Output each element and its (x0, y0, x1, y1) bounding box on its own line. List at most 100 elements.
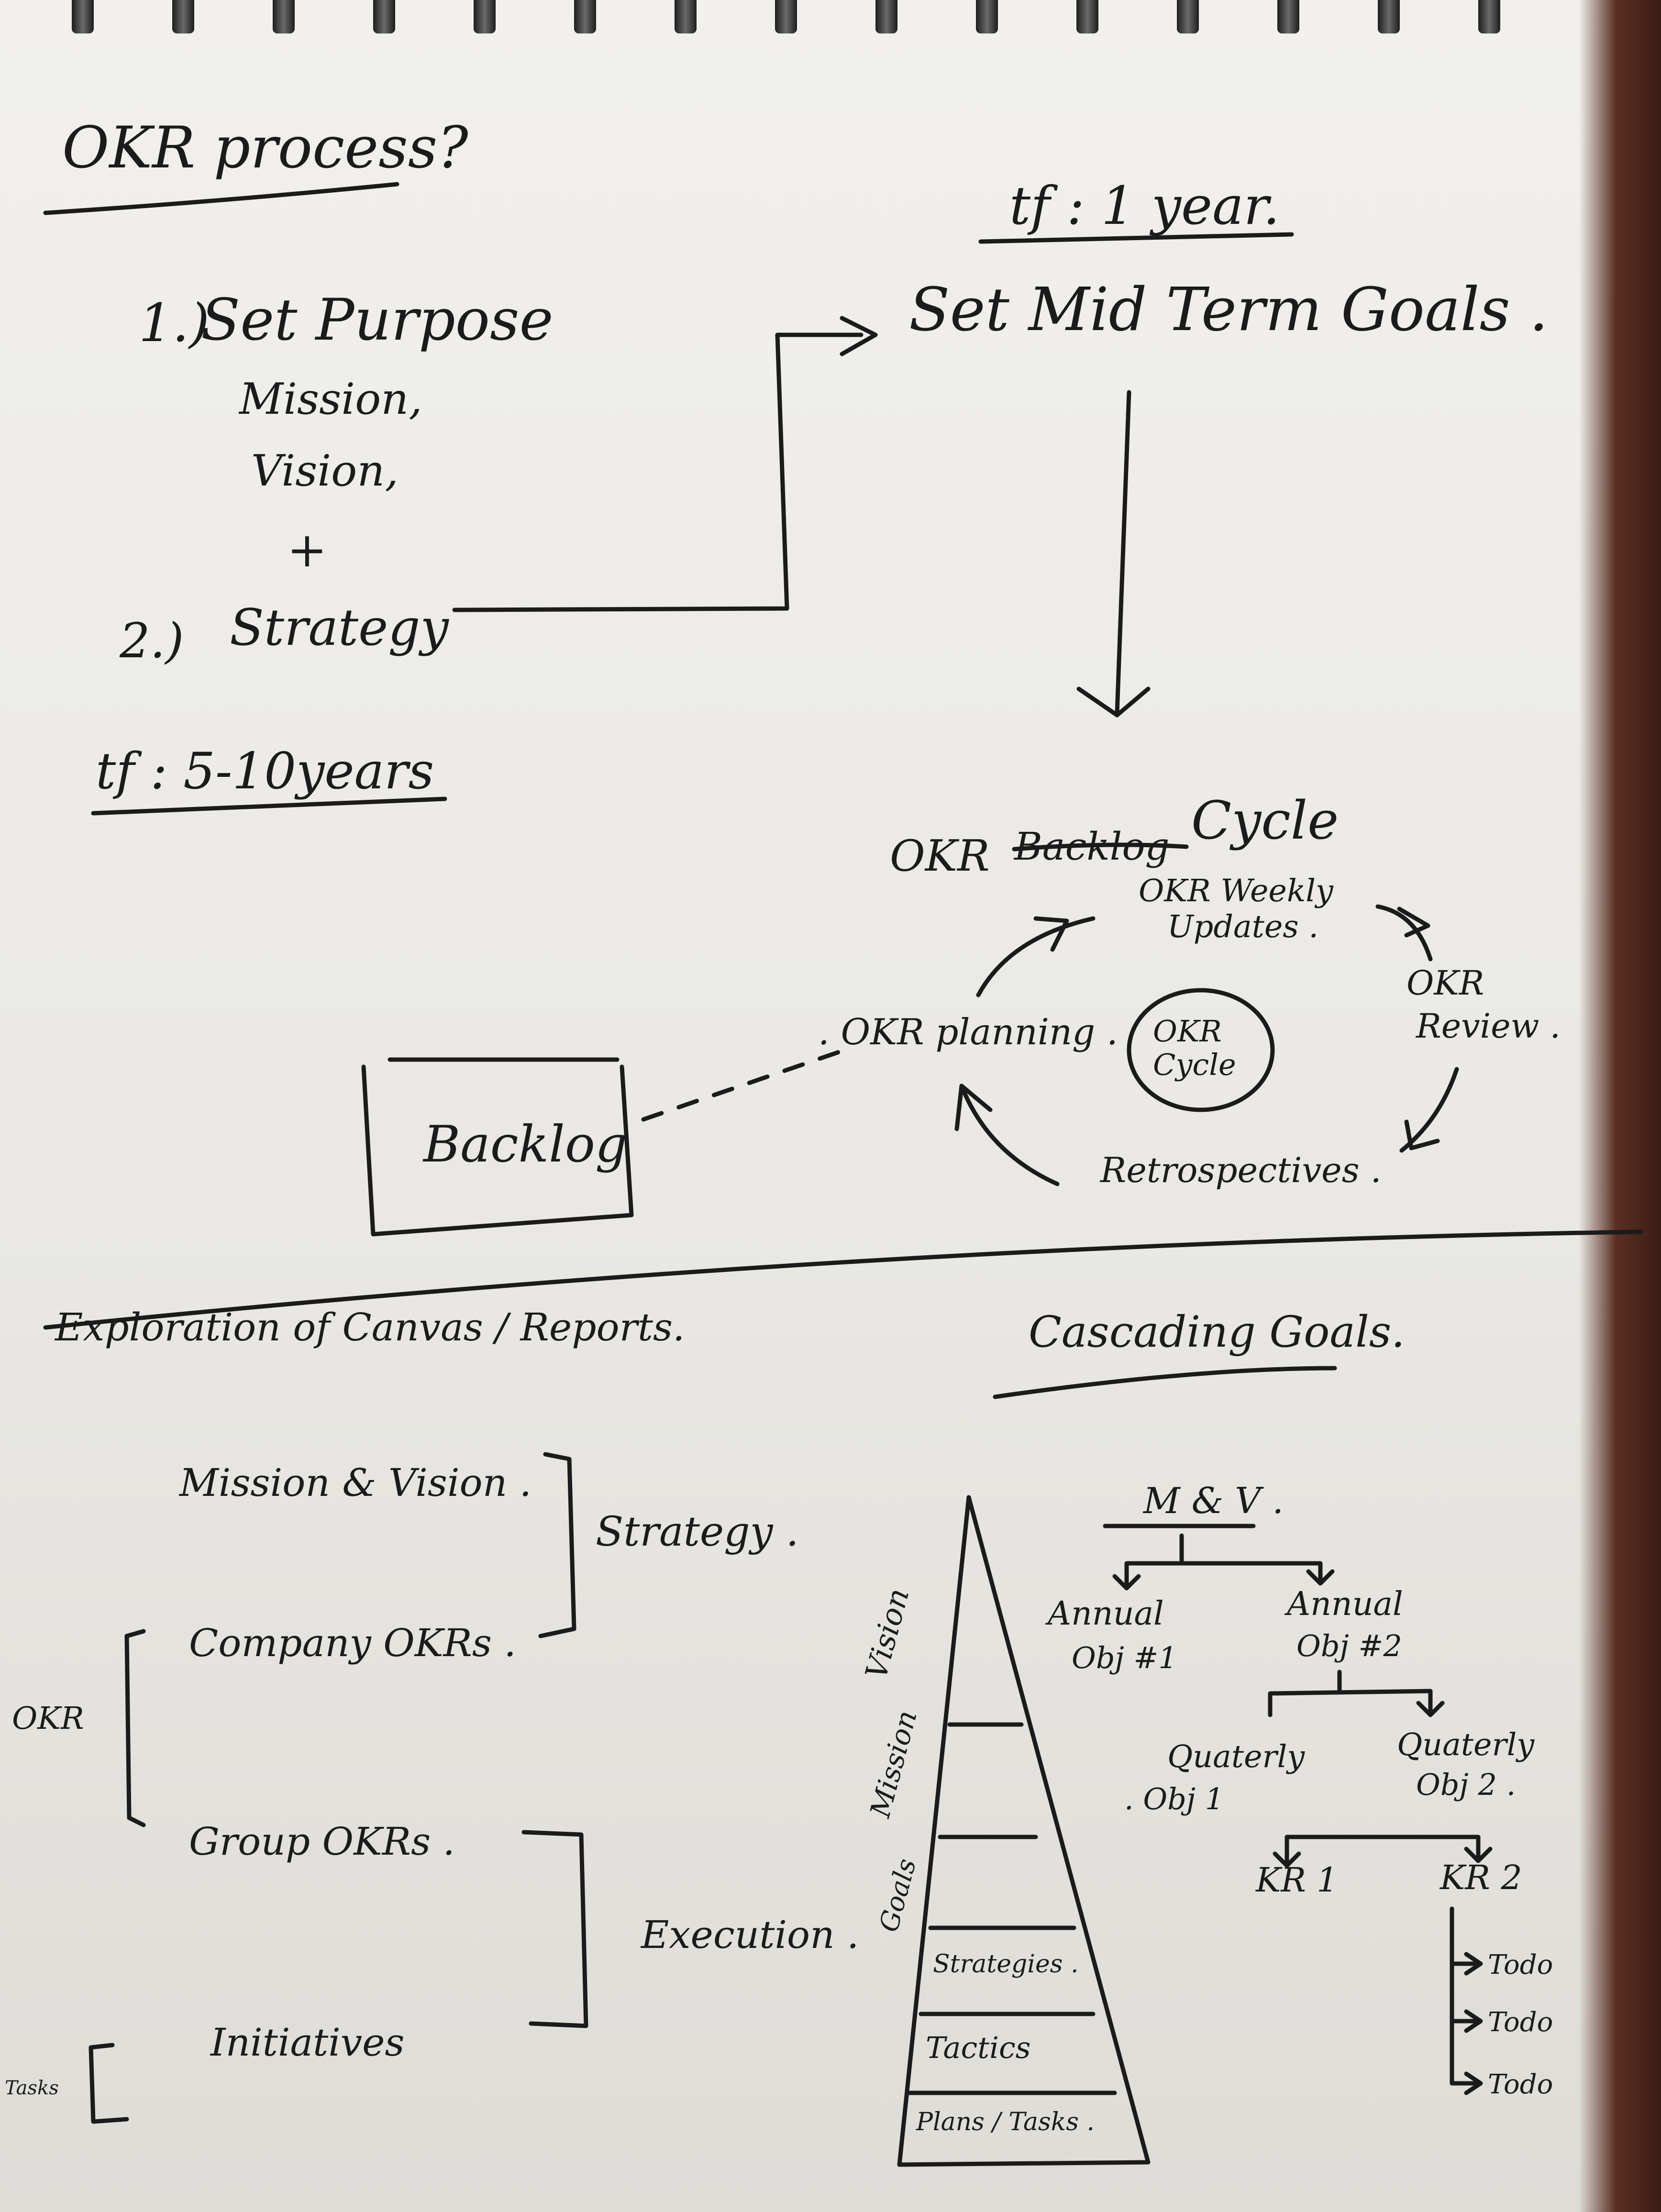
binding-ring (976, 0, 998, 33)
timeframe-long-underline (91, 796, 447, 816)
bracket-label-strategy: Strategy . (596, 1508, 799, 1556)
tasks-bracket (89, 2043, 129, 2124)
pyramid-level-strategies: Strategies . (933, 1950, 1079, 1979)
binding-ring (775, 0, 797, 33)
tree-annual2-line2: Obj #2 (1296, 1628, 1402, 1663)
cycle-arrow (1375, 904, 1433, 962)
cycle-center-circle (1127, 988, 1275, 1112)
okr-bracket (124, 1629, 146, 1827)
step1-mission: Mission, (239, 374, 422, 424)
step2-label: Strategy (230, 598, 449, 657)
binding-ring (1177, 0, 1199, 33)
cascading-underline (993, 1366, 1337, 1399)
binding-ring (373, 0, 395, 33)
section-divider (43, 1229, 1643, 1330)
cycle-heading-suffix: Cycle (1191, 790, 1339, 851)
pyramid-level-plans: Plans / Tasks . (916, 2108, 1095, 2136)
item-company-okrs: Company OKRs . (189, 1621, 516, 1665)
step1-label: Set Purpose (201, 287, 554, 354)
tree-quarterly1-line2: . Obj 1 (1124, 1781, 1224, 1816)
tree-quarterly2-line2: Obj 2 . (1416, 1767, 1516, 1802)
binding-ring (273, 0, 295, 33)
strategy-bracket (538, 1452, 576, 1638)
tree-quarterly2-line1: Quaterly (1397, 1727, 1535, 1763)
binding-ring (1478, 0, 1500, 33)
node-weekly-line2: Updates . (1167, 909, 1319, 945)
tree-kr1: KR 1 (1256, 1860, 1338, 1900)
arrowhead (1306, 1569, 1335, 1586)
binding-ring (1076, 0, 1098, 33)
item-initiatives: Initiatives (210, 2020, 405, 2065)
page-title: OKR process? (62, 115, 468, 181)
backlog-box: Backlog (423, 1115, 628, 1173)
goals-down-arrow (1115, 390, 1131, 715)
arrowhead (1033, 916, 1069, 952)
tree-branch (1124, 1561, 1323, 1588)
cycle-heading-prefix: OKR (890, 831, 990, 881)
step1-number: 1.) (139, 292, 210, 354)
arrowhead (1464, 2071, 1483, 2095)
arrowhead (1416, 1701, 1445, 1717)
execution-bracket (521, 1830, 588, 2028)
timeframe-short: tf : 1 year. (1009, 175, 1280, 236)
arrowhead (1076, 686, 1151, 718)
binding-ring (875, 0, 897, 33)
cycle-arrow (976, 916, 1096, 997)
tree-annual1-line1: Annual (1048, 1595, 1164, 1633)
item-group-okrs: Group OKRs . (189, 1819, 455, 1864)
step2-number: 2.) (120, 613, 184, 669)
arrowhead (1397, 907, 1430, 938)
binding-ring (172, 0, 194, 33)
binding-ring (675, 0, 697, 33)
node-weekly-line1: OKR Weekly (1139, 873, 1333, 909)
tree-todo: Todo (1488, 1949, 1553, 1980)
tree-branch (1268, 1689, 1433, 1717)
binding-ring (1277, 0, 1299, 33)
bracket-label-tasks: Tasks (5, 2077, 59, 2099)
todo-spine (1450, 1906, 1478, 2086)
tree-root-mv: M & V . (1143, 1480, 1284, 1522)
pyramid-outline (897, 1495, 1151, 2167)
binding-ring (72, 0, 94, 33)
tree-branch (1285, 1835, 1481, 1868)
step1-vision: Vision, (251, 446, 399, 496)
backlog-box-outline (361, 1057, 634, 1237)
tree-annual2-line1: Annual (1287, 1585, 1403, 1623)
arrowhead (1464, 2009, 1483, 2033)
binding-ring (1378, 0, 1400, 33)
table-surface (1579, 0, 1661, 2212)
arrowhead (1112, 1574, 1141, 1591)
node-review-line1: OKR (1406, 963, 1484, 1003)
cycle-arrow (959, 1084, 1060, 1186)
arrowhead (1404, 1119, 1440, 1150)
strike-through (1012, 842, 1189, 852)
timeframe-short-underline (978, 232, 1294, 244)
plus-sign: + (287, 522, 327, 578)
tree-annual1-line2: Obj #1 (1072, 1640, 1177, 1675)
tree-todo: Todo (1488, 2069, 1553, 2100)
timeframe-long: tf : 5-10years (96, 742, 434, 800)
strategy-to-goals-connector (452, 332, 864, 612)
arrowhead (1464, 1847, 1493, 1863)
tree-quarterly1-line1: Quaterly (1167, 1739, 1305, 1775)
backlog-dashed-link (641, 1045, 854, 1122)
node-retro: Retrospectives . (1100, 1150, 1382, 1190)
arrowhead (954, 1084, 993, 1131)
binding-ring (474, 0, 496, 33)
arrowhead (1273, 1851, 1301, 1868)
node-planning: . OKR planning . (818, 1011, 1118, 1053)
tree-todo: Todo (1488, 2007, 1553, 2038)
node-review-line2: Review . (1416, 1006, 1561, 1046)
cycle-center-line1: OKR (1153, 1014, 1222, 1049)
arrowhead (840, 316, 878, 356)
pyramid-level-tactics: Tactics (926, 2030, 1031, 2065)
cycle-center-line2: Cycle (1153, 1047, 1236, 1082)
bracket-label-execution: Execution . (641, 1913, 859, 1957)
exploration-title: Exploration of Canvas / Reports. (55, 1305, 685, 1349)
binding-ring (574, 0, 596, 33)
arrowhead (1464, 1952, 1483, 1976)
title-underline (43, 182, 399, 215)
tree-kr2: KR 2 (1440, 1858, 1522, 1897)
